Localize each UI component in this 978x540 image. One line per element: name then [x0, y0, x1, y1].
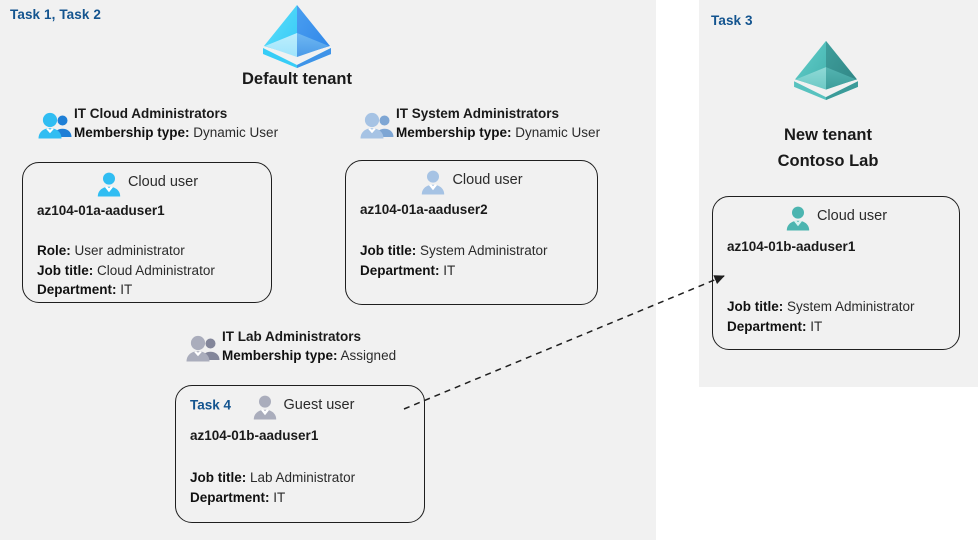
attribute-label: Job title:: [727, 299, 784, 314]
attribute-label: Department:: [360, 262, 440, 278]
default-tenant-label: Default tenant: [241, 70, 352, 88]
guest-user-icon: [252, 394, 278, 420]
cloud-user-icon: [96, 171, 122, 197]
new-tenant-label-line2: Contoso Lab: [777, 152, 879, 170]
cloud-user-icon: [785, 205, 811, 231]
group-name: IT Cloud Administrators: [74, 106, 228, 121]
user-attributes: Job title: System Administrator Departme…: [727, 297, 915, 336]
attribute-row: Role: User administrator: [37, 241, 215, 261]
attribute-row: Department: IT: [727, 317, 915, 337]
new-tenant-label-line1: New tenant: [783, 126, 872, 144]
membership-type-value: Dynamic User: [515, 125, 601, 140]
task-tag-right-panel: Task 3: [711, 13, 753, 28]
user-card-az104-01a-aaduser1[interactable]: Cloud user az104-01a-aaduser1 Role: User…: [22, 162, 272, 303]
attribute-value: System Administrator: [420, 243, 548, 258]
user-kind-label: Cloud user: [816, 208, 888, 224]
attribute-label: Department:: [37, 282, 117, 297]
azure-ad-tenant-icon: [789, 38, 863, 100]
group-users-icon: [186, 335, 220, 363]
user-card-az104-01b-aaduser1-cloud[interactable]: Cloud user az104-01b-aaduser1 Job title:…: [712, 196, 960, 350]
group-users-icon: [38, 112, 72, 140]
membership-type-value: Dynamic User: [193, 125, 279, 140]
attribute-value: Lab Administrator: [250, 470, 356, 485]
cloud-user-icon: [420, 169, 446, 195]
user-name: az104-01a-aaduser2: [360, 202, 488, 217]
user-kind-label: Guest user: [283, 397, 355, 413]
user-name: az104-01b-aaduser1: [727, 239, 856, 254]
membership-type-label: Membership type:: [396, 125, 512, 140]
group-users-icon: [360, 112, 394, 140]
attribute-label: Job title:: [37, 262, 94, 278]
attribute-row: Department: IT: [190, 488, 355, 508]
attribute-value: User administrator: [74, 243, 185, 258]
user-kind-label: Cloud user: [452, 172, 523, 188]
group-membership: Membership type: Dynamic User: [74, 123, 278, 142]
user-card-az104-01b-aaduser1-guest[interactable]: Task 4 Guest user az104-01b-aaduser1 Job…: [175, 385, 425, 523]
attribute-label: Job title:: [190, 470, 247, 485]
group-membership: Membership type: Dynamic User: [396, 123, 600, 142]
user-name: az104-01b-aaduser1: [190, 428, 319, 443]
attribute-value: System Administrator: [787, 299, 915, 314]
attribute-row: Department: IT: [360, 261, 548, 281]
membership-type-value: Assigned: [340, 348, 397, 363]
user-kind-label: Cloud user: [127, 174, 199, 190]
attribute-row: Department: IT: [37, 280, 215, 300]
membership-type-label: Membership type:: [74, 125, 190, 140]
task-tag-left-panel: Task 1, Task 2: [10, 7, 101, 22]
attribute-label: Department:: [190, 489, 270, 505]
user-card-az104-01a-aaduser2[interactable]: Cloud user az104-01a-aaduser2 Job title:…: [345, 160, 598, 305]
card-task-tag: Task 4: [190, 397, 232, 413]
attribute-label: Department:: [727, 318, 807, 334]
group-name: IT Lab Administrators: [222, 329, 362, 344]
attribute-row: Job title: System Administrator: [727, 297, 915, 317]
attribute-value: IT: [443, 262, 456, 278]
group-membership: Membership type: Assigned: [222, 346, 396, 365]
attribute-value: Cloud Administrator: [97, 262, 215, 278]
attribute-value: IT: [120, 282, 133, 297]
user-attributes: Job title: Lab Administrator Department:…: [190, 468, 355, 507]
attribute-value: IT: [810, 318, 823, 334]
attribute-row: Job title: System Administrator: [360, 241, 548, 261]
attribute-label: Role:: [37, 243, 71, 258]
attribute-label: Job title:: [360, 243, 417, 258]
group-name: IT System Administrators: [396, 106, 560, 121]
user-attributes: Job title: System Administrator Departme…: [360, 241, 548, 280]
attribute-row: Job title: Cloud Administrator: [37, 261, 215, 281]
azure-ad-tenant-icon: [258, 2, 336, 68]
attribute-row: Job title: Lab Administrator: [190, 468, 355, 488]
user-attributes: Role: User administrator Job title: Clou…: [37, 241, 215, 300]
attribute-value: IT: [273, 489, 286, 505]
membership-type-label: Membership type:: [222, 348, 338, 363]
user-name: az104-01a-aaduser1: [37, 203, 165, 218]
